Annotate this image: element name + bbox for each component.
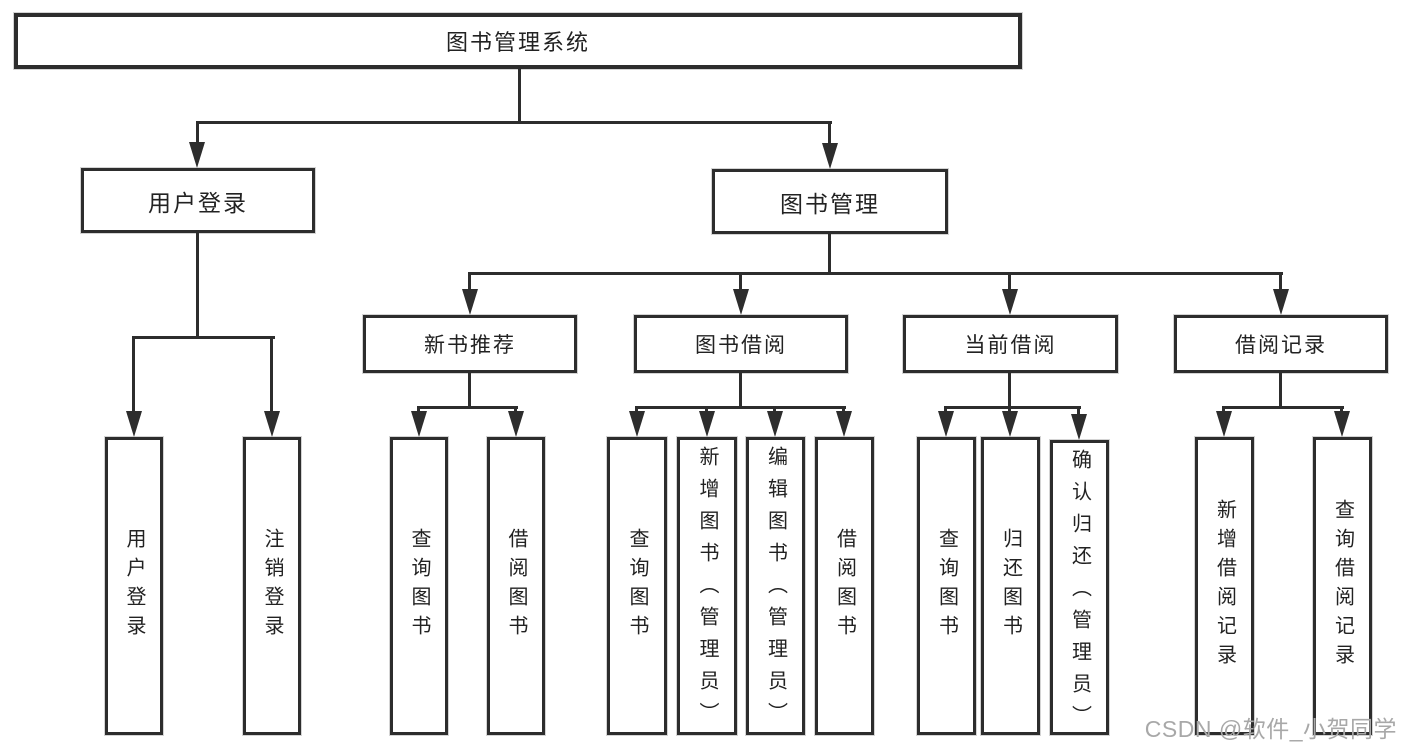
node-label: 确认归还（管理员） bbox=[1068, 449, 1091, 737]
node-new-book-recommend: 新书推荐 bbox=[363, 315, 577, 373]
connector-line bbox=[944, 406, 1081, 409]
connector-line bbox=[1008, 373, 1011, 409]
connector-line bbox=[468, 272, 471, 292]
arrow-down-icon bbox=[938, 411, 954, 437]
node-label: 新增图书（管理员） bbox=[696, 446, 718, 734]
connector-line bbox=[196, 121, 832, 124]
leaf-query-borrow-record: 查询借阅记录 bbox=[1313, 437, 1372, 735]
leaf-confirm-return-admin: 确认归还（管理员） bbox=[1050, 440, 1109, 737]
node-book-borrow: 图书借阅 bbox=[634, 315, 848, 373]
connector-line bbox=[514, 406, 517, 414]
arrow-down-icon bbox=[1071, 414, 1087, 440]
connector-line bbox=[468, 272, 1283, 275]
leaf-return-books: 归还图书 bbox=[981, 437, 1040, 735]
arrow-down-icon bbox=[411, 411, 427, 437]
leaf-query-books-borrow: 查询图书 bbox=[607, 437, 667, 735]
connector-line bbox=[196, 121, 199, 145]
arrow-down-icon bbox=[264, 411, 280, 437]
node-label: 图书借阅 bbox=[695, 334, 787, 357]
arrow-down-icon bbox=[1002, 289, 1018, 315]
connector-line bbox=[270, 336, 273, 413]
connector-line bbox=[196, 233, 199, 339]
connector-line bbox=[842, 406, 845, 414]
connector-line bbox=[828, 234, 831, 275]
arrow-down-icon bbox=[126, 411, 142, 437]
node-label: 编辑图书（管理员） bbox=[764, 446, 787, 734]
node-label: 借阅记录 bbox=[1235, 334, 1327, 357]
connector-line bbox=[468, 373, 471, 409]
node-label: 新书推荐 bbox=[424, 334, 516, 357]
node-borrow-records: 借阅记录 bbox=[1174, 315, 1388, 373]
connector-line bbox=[1008, 406, 1011, 414]
node-label: 注销登录 bbox=[261, 528, 283, 644]
connector-line bbox=[739, 373, 742, 409]
node-user-login: 用户登录 bbox=[81, 168, 315, 233]
connector-line bbox=[417, 406, 518, 409]
arrow-down-icon bbox=[822, 143, 838, 169]
connector-line bbox=[635, 406, 638, 414]
arrow-down-icon bbox=[629, 411, 645, 437]
leaf-user-login: 用户登录 bbox=[105, 437, 163, 735]
arrow-down-icon bbox=[699, 411, 715, 437]
arrow-down-icon bbox=[1334, 411, 1350, 437]
node-label: 用户登录 bbox=[148, 189, 248, 216]
leaf-query-books-recommend: 查询图书 bbox=[390, 437, 448, 735]
arrow-down-icon bbox=[767, 411, 783, 437]
node-label: 新增借阅记录 bbox=[1213, 499, 1236, 673]
arrow-down-icon bbox=[733, 289, 749, 315]
node-label: 查询借阅记录 bbox=[1331, 499, 1354, 673]
arrow-down-icon bbox=[836, 411, 852, 437]
connector-line bbox=[132, 336, 135, 413]
node-label: 图书管理系统 bbox=[445, 30, 590, 55]
node-label: 图书管理 bbox=[780, 190, 880, 217]
connector-line bbox=[1222, 406, 1225, 414]
node-label: 查询图书 bbox=[935, 528, 958, 644]
connector-line bbox=[635, 406, 846, 409]
leaf-edit-books-admin: 编辑图书（管理员） bbox=[746, 437, 805, 735]
connector-line bbox=[417, 406, 420, 414]
connector-line bbox=[1279, 272, 1282, 292]
connector-line bbox=[944, 406, 947, 414]
leaf-logout-login: 注销登录 bbox=[243, 437, 301, 735]
arrow-down-icon bbox=[1273, 289, 1289, 315]
node-label: 查询图书 bbox=[626, 528, 648, 644]
watermark: CSDN @软件_小贺同学 bbox=[1144, 716, 1397, 742]
connector-line bbox=[1222, 406, 1344, 409]
connector-line bbox=[1077, 406, 1080, 417]
arrow-down-icon bbox=[508, 411, 524, 437]
connector-line bbox=[705, 406, 708, 414]
node-library-management-system: 图书管理系统 bbox=[14, 13, 1022, 69]
leaf-query-books-current: 查询图书 bbox=[917, 437, 976, 735]
leaf-add-books-admin: 新增图书（管理员） bbox=[677, 437, 737, 735]
connector-line bbox=[739, 272, 742, 292]
node-label: 借阅图书 bbox=[833, 528, 856, 644]
connector-line bbox=[773, 406, 776, 414]
connector-line bbox=[828, 121, 831, 145]
arrow-down-icon bbox=[462, 289, 478, 315]
connector-line bbox=[1340, 406, 1343, 414]
node-label: 用户登录 bbox=[123, 528, 145, 644]
arrow-down-icon bbox=[189, 142, 205, 168]
node-label: 查询图书 bbox=[408, 528, 430, 644]
leaf-borrow-books: 借阅图书 bbox=[815, 437, 874, 735]
node-label: 当前借阅 bbox=[964, 334, 1057, 357]
node-book-management: 图书管理 bbox=[712, 169, 948, 234]
node-label: 归还图书 bbox=[999, 528, 1022, 644]
node-current-borrow: 当前借阅 bbox=[903, 315, 1118, 373]
leaf-borrow-books-recommend: 借阅图书 bbox=[487, 437, 545, 735]
connector-line bbox=[518, 69, 521, 124]
arrow-down-icon bbox=[1216, 411, 1232, 437]
connector-line bbox=[1008, 272, 1011, 292]
node-label: 借阅图书 bbox=[505, 528, 527, 644]
connector-line bbox=[1279, 373, 1282, 409]
arrow-down-icon bbox=[1002, 411, 1018, 437]
connector-line bbox=[132, 336, 275, 339]
leaf-add-borrow-record: 新增借阅记录 bbox=[1195, 437, 1254, 735]
